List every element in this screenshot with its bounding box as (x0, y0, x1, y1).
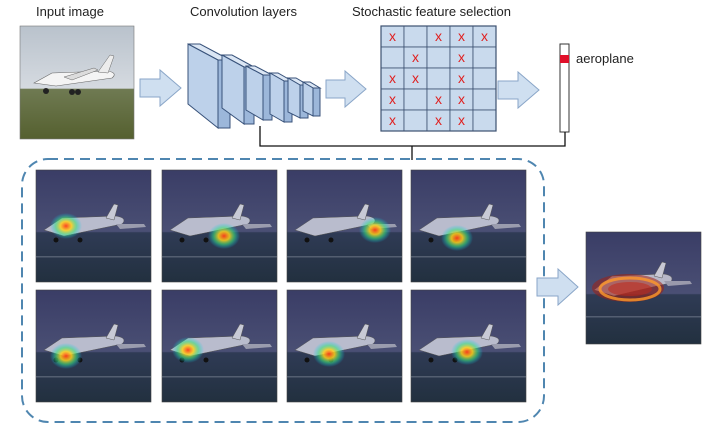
selection-cell (472, 109, 497, 132)
heatmap-image (35, 169, 152, 283)
attention-hotspot (172, 337, 204, 363)
selection-cell (472, 88, 497, 111)
selection-cell (403, 88, 428, 111)
selection-cell (426, 67, 451, 90)
airplane-icon (169, 203, 272, 243)
heatmap-image (410, 169, 527, 283)
heatmap-image (161, 169, 278, 283)
heatmap-image (410, 289, 527, 403)
conv-block (268, 72, 294, 123)
final-heatmap-image (585, 231, 702, 345)
class-label: aeroplane (576, 51, 634, 66)
dropped-feature-mark: x (389, 70, 396, 86)
airplane-icon (33, 54, 115, 95)
heatmap-image (286, 169, 403, 283)
dropped-feature-mark: x (458, 49, 465, 65)
dropped-feature-mark: x (435, 112, 442, 128)
attention-hotspot (313, 341, 345, 367)
arrow-icon (536, 267, 579, 307)
dropped-feature-mark: x (481, 28, 488, 44)
output-score-cell (560, 55, 569, 63)
arrow-icon (497, 70, 540, 110)
dropped-feature-mark: x (389, 112, 396, 128)
attention-hotspot (451, 339, 483, 365)
dropped-feature-mark: x (435, 91, 442, 107)
heatmap-grid (35, 169, 527, 403)
attention-hotspot (208, 223, 240, 249)
dropped-feature-mark: x (389, 91, 396, 107)
selection-cell (380, 46, 405, 69)
connector-lines (259, 126, 566, 160)
selection-cell (472, 46, 497, 69)
attention-hotspot (50, 213, 82, 239)
dropped-feature-mark: x (412, 49, 419, 65)
conv-block (301, 81, 322, 117)
input-image (19, 25, 135, 140)
dropped-feature-mark: x (458, 91, 465, 107)
attention-hotspot (50, 343, 82, 369)
convolution-layers (187, 43, 322, 130)
output-vector (559, 43, 570, 133)
selection-cell (403, 25, 428, 48)
selection-grid-border (380, 25, 497, 132)
feature-selection-label: Stochastic feature selection (352, 4, 511, 19)
heatmap-image (35, 289, 152, 403)
attention-hotspot (359, 217, 391, 243)
arrow-icon (325, 69, 367, 109)
selection-cell (472, 67, 497, 90)
dropped-feature-mark: x (435, 28, 442, 44)
selection-cell (403, 109, 428, 132)
dropped-feature-mark: x (389, 28, 396, 44)
attention-hotspot (441, 225, 473, 251)
input-image-label: Input image (36, 4, 104, 19)
dropped-feature-mark: x (458, 112, 465, 128)
dropped-feature-mark: x (412, 70, 419, 86)
heatmap-image (161, 289, 278, 403)
dropped-feature-mark: x (458, 70, 465, 86)
arrow-icon (139, 68, 182, 108)
dropped-feature-mark: x (458, 28, 465, 44)
conv-block (245, 65, 273, 121)
heatmap-image (286, 289, 403, 403)
selection-cell (426, 46, 451, 69)
convolution-layers-label: Convolution layers (190, 4, 297, 19)
